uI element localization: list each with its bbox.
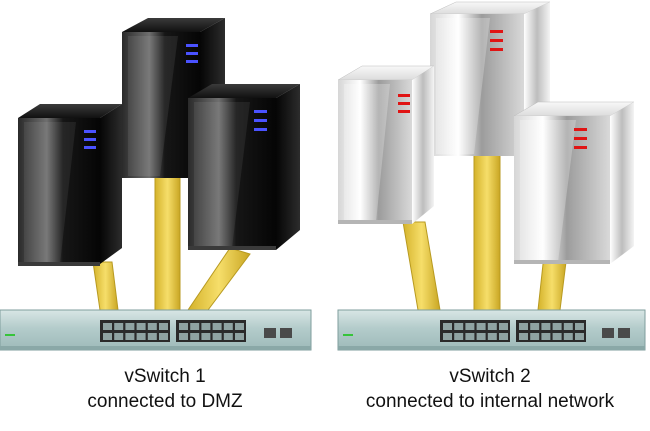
light-server-left — [337, 65, 435, 224]
switch-port — [147, 333, 157, 340]
switch-port — [530, 323, 540, 330]
switch-port — [103, 333, 112, 340]
switch-port — [201, 333, 211, 340]
switch-port — [519, 323, 528, 330]
switch-port — [499, 333, 508, 340]
cable — [92, 261, 119, 311]
switch-port — [125, 333, 135, 340]
server-led-icon — [574, 128, 587, 149]
switch-port — [563, 323, 573, 330]
switch-port — [541, 333, 551, 340]
switch-port — [147, 323, 157, 330]
switch-port — [454, 333, 464, 340]
switch-port — [476, 323, 486, 330]
switch-port — [443, 323, 452, 330]
switch-port — [575, 323, 584, 330]
switch-port — [212, 323, 222, 330]
switch-port — [190, 333, 200, 340]
port-grid — [103, 323, 584, 340]
switch-port — [114, 323, 124, 330]
server-led-icon — [186, 44, 198, 63]
vswitch-1-description: connected to DMZ — [87, 391, 243, 412]
cable — [154, 174, 181, 311]
server-led-icon — [490, 30, 503, 51]
cable — [187, 247, 251, 311]
switch-port — [159, 333, 168, 340]
vswitch-2-description: connected to internal network — [365, 391, 615, 412]
server-led-icon — [254, 110, 267, 131]
switch-port — [179, 323, 188, 330]
switch-port — [487, 323, 497, 330]
switch-port — [212, 333, 222, 340]
cable — [473, 151, 501, 311]
dark-server-left — [18, 104, 122, 266]
switch-port — [575, 333, 584, 340]
switch-status-led-icon — [343, 334, 353, 336]
switch-port — [465, 333, 475, 340]
switch-port — [465, 323, 475, 330]
switch-port — [530, 333, 540, 340]
switch-port — [136, 323, 146, 330]
light-server-middle — [429, 1, 551, 156]
switch-port — [235, 333, 244, 340]
dark-server-right — [188, 84, 300, 250]
switch-port — [223, 333, 233, 340]
switch-port — [201, 323, 211, 330]
switch-port — [136, 333, 146, 340]
cables-group-1 — [92, 174, 251, 311]
cable — [402, 221, 441, 311]
group-1 — [0, 18, 312, 351]
vswitch-1-caption: vSwitch 1 connected to DMZ — [20, 364, 310, 414]
switch-port — [103, 323, 112, 330]
switch-port — [476, 333, 486, 340]
light-server-right — [513, 101, 635, 264]
vswitch-1-title: vSwitch 1 — [124, 366, 206, 387]
server-led-icon — [84, 130, 96, 149]
switch-port — [487, 333, 497, 340]
switch-port — [519, 333, 528, 340]
switch-port — [499, 323, 508, 330]
switch-port — [235, 323, 244, 330]
server-led-icon — [398, 94, 410, 113]
switch-port — [125, 323, 135, 330]
vswitch-2-title: vSwitch 2 — [449, 366, 531, 387]
switch-port — [114, 333, 124, 340]
switch-port — [443, 333, 452, 340]
switch-port — [563, 333, 573, 340]
vswitch-2-caption: vSwitch 2 connected to internal network — [330, 364, 650, 414]
switch-port — [454, 323, 464, 330]
switch-port — [190, 323, 200, 330]
switch-status-led-icon — [5, 334, 15, 336]
switch-port — [541, 323, 551, 330]
switch-port — [552, 333, 562, 340]
switch-port — [223, 323, 233, 330]
switch-port — [159, 323, 168, 330]
switch-port — [179, 333, 188, 340]
switch-port — [552, 323, 562, 330]
group-2 — [337, 1, 646, 351]
